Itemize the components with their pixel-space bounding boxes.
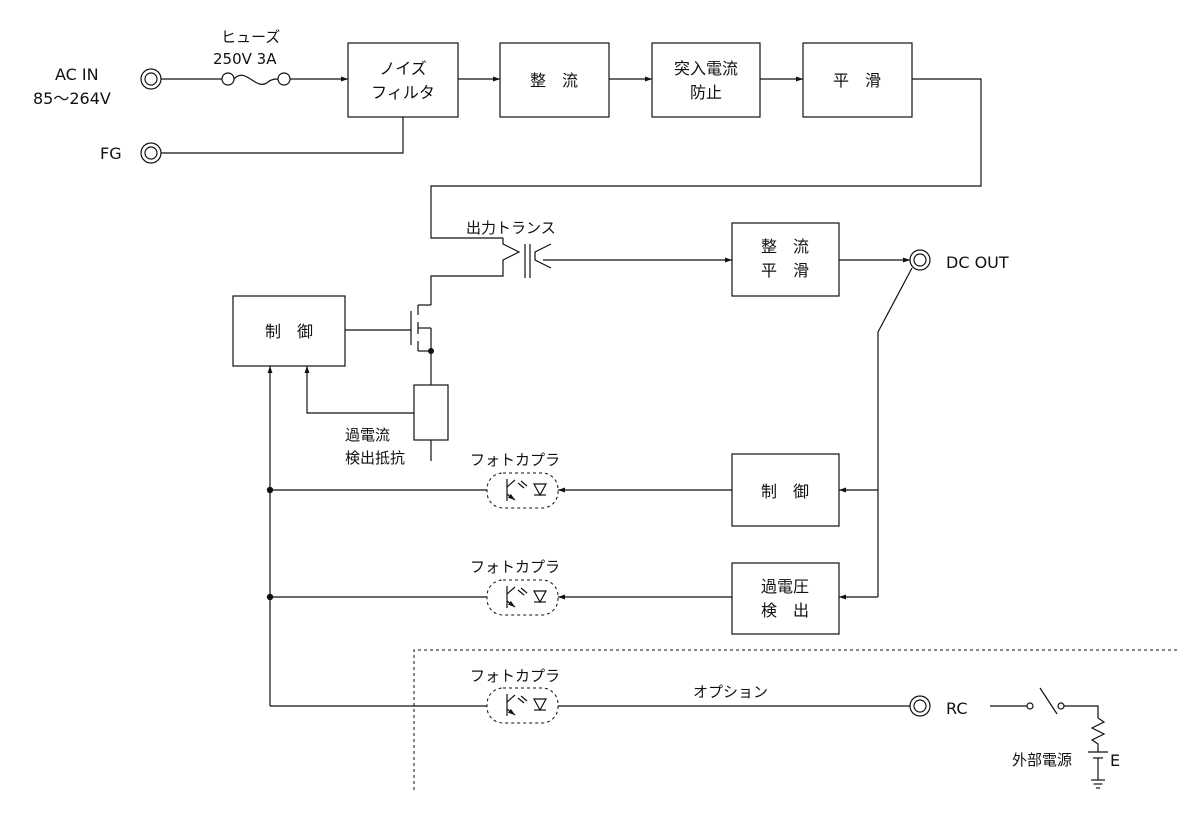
fuse-rating: 250V 3A (213, 50, 277, 68)
current-sense-resistor (413, 384, 449, 441)
ocp-resistor-label-2: 検出抵抗 (345, 449, 405, 467)
svg-text:制 御: 制 御 (265, 322, 313, 341)
ac-in-label: AC IN (55, 65, 99, 84)
external-battery-icon (1088, 751, 1108, 780)
ocp-resistor-label-1: 過電流 (345, 426, 390, 444)
svg-text:整 流: 整 流 (530, 71, 578, 90)
option-label: オプション (693, 683, 768, 701)
photocoupler-3-label: フォトカプラ (470, 667, 560, 685)
transformer-label: 出力トランス (466, 219, 556, 237)
dc-out-label: DC OUT (946, 253, 1009, 272)
rectifier-block: 整 流 (499, 42, 610, 118)
fg-label: FG (100, 144, 122, 163)
mosfet-switch-icon (410, 304, 434, 354)
photocoupler-1-icon (486, 472, 559, 509)
overvoltage-detect-block: 過電圧 検 出 (731, 562, 840, 635)
ground-icon (1091, 779, 1105, 789)
fuse-icon (221, 72, 291, 86)
inrush-prevention-block: 突入電流 防止 (651, 42, 761, 118)
photocoupler-2-label: フォトカプラ (470, 558, 560, 576)
ac-in-terminal-icon (140, 68, 162, 90)
rc-label: RC (946, 699, 968, 718)
noise-filter-block: ノイズ フィルタ (347, 42, 459, 118)
transformer-icon (502, 238, 552, 278)
svg-text:フィルタ: フィルタ (371, 83, 435, 102)
photocoupler-1-label: フォトカプラ (470, 451, 560, 469)
fuse-name: ヒューズ (221, 28, 280, 46)
photocoupler-2-icon (486, 579, 559, 616)
rc-terminal-icon (909, 695, 931, 717)
ac-voltage-label: 85～264V (33, 89, 111, 108)
svg-text:過電圧: 過電圧 (761, 577, 809, 596)
external-switch-icon (990, 687, 1065, 715)
primary-control-block: 制 御 (232, 295, 346, 367)
e-label: E (1110, 751, 1120, 770)
fg-terminal-icon (140, 142, 162, 164)
secondary-control-block: 制 御 (731, 453, 840, 527)
external-power-label: 外部電源 (1012, 751, 1072, 769)
dc-out-terminal-icon (909, 249, 931, 271)
svg-text:平 滑: 平 滑 (761, 261, 809, 280)
svg-text:制 御: 制 御 (761, 482, 809, 501)
svg-text:平 滑: 平 滑 (833, 71, 881, 90)
svg-text:検 出: 検 出 (761, 601, 809, 620)
svg-text:突入電流: 突入電流 (674, 59, 738, 78)
svg-text:整 流: 整 流 (761, 237, 809, 256)
output-rectifier-smoothing-block: 整 流 平 滑 (731, 222, 840, 297)
photocoupler-3-icon (486, 687, 559, 724)
smoothing-block: 平 滑 (802, 42, 913, 118)
external-resistor-icon (1090, 717, 1106, 752)
svg-text:防止: 防止 (690, 83, 722, 102)
svg-text:ノイズ: ノイズ (379, 59, 427, 78)
